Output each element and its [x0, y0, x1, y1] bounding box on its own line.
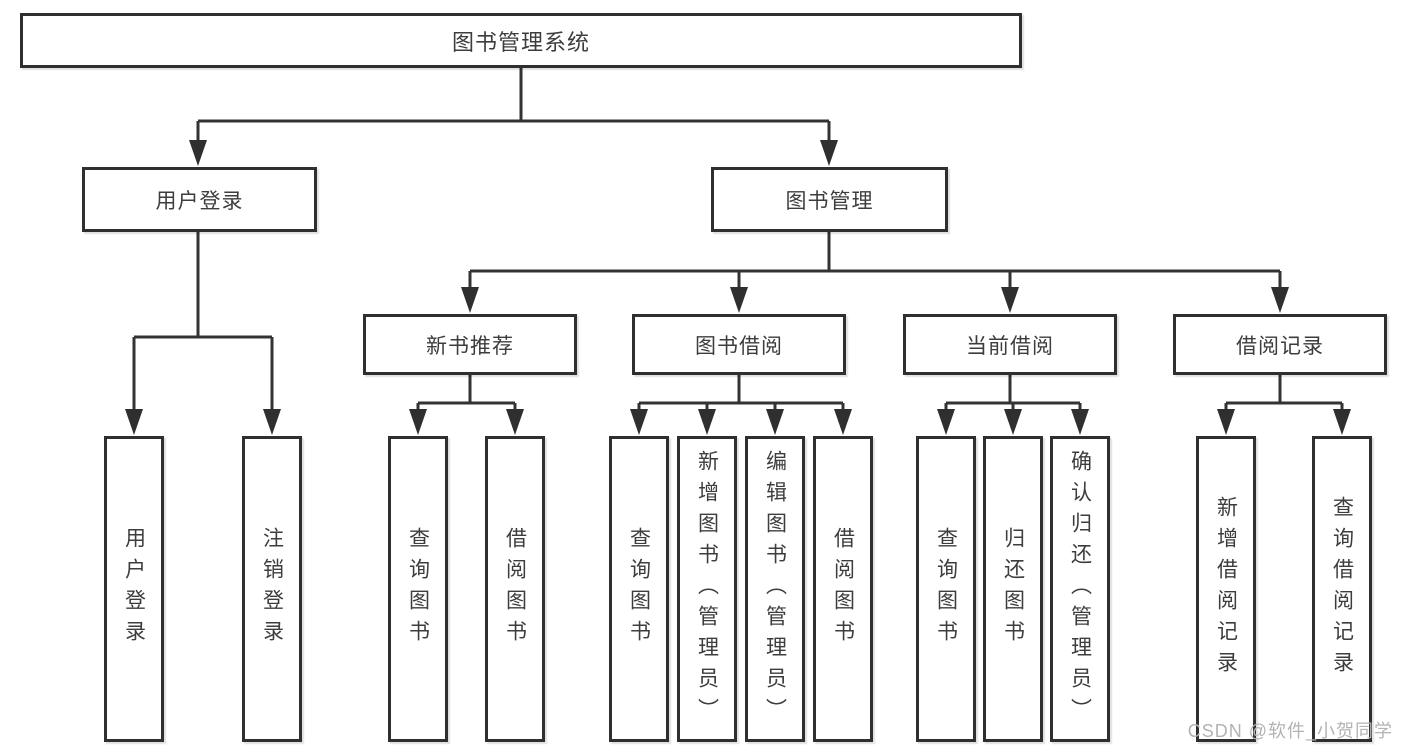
node-label: 查询借阅记录	[1330, 496, 1354, 682]
node-borrowing-records: 借阅记录	[1173, 314, 1387, 375]
node-new-book-recommendation: 新书推荐	[363, 314, 577, 375]
csdn-watermark: CSDN @软件_小贺同学	[1187, 721, 1393, 741]
node-label: 图书借阅	[695, 334, 783, 358]
leaf-query-borrow-record: 查询借阅记录	[1312, 436, 1372, 742]
leaf-return-books: 归还图书	[983, 436, 1043, 742]
node-label: 查询图书	[934, 527, 958, 651]
leaf-add-books-admin: 新增图书（管理员）	[677, 436, 737, 742]
leaf-edit-books-admin: 编辑图书（管理员）	[745, 436, 805, 742]
node-book-borrowing: 图书借阅	[632, 314, 846, 375]
node-label: 新增借阅记录	[1214, 496, 1238, 682]
node-label: 借阅图书	[831, 527, 855, 651]
node-label: 借阅记录	[1236, 334, 1324, 358]
node-label: 新增图书（管理员）	[695, 449, 719, 729]
node-label: 当前借阅	[966, 334, 1054, 358]
node-label: 归还图书	[1001, 527, 1025, 651]
node-label: 确认归还（管理员）	[1068, 449, 1092, 729]
node-label: 查询图书	[627, 527, 651, 651]
leaf-add-borrow-record: 新增借阅记录	[1196, 436, 1256, 742]
node-label: 图书管理	[785, 189, 874, 213]
node-label: 查询图书	[406, 527, 430, 651]
leaf-borrow-books: 借阅图书	[813, 436, 873, 742]
node-label: 图书管理系统	[451, 29, 590, 55]
node-label: 新书推荐	[426, 334, 514, 358]
leaf-query-books-recommend: 查询图书	[388, 436, 448, 742]
node-label: 编辑图书（管理员）	[763, 449, 787, 729]
leaf-borrow-books-recommend: 借阅图书	[485, 436, 545, 742]
leaf-user-login: 用户登录	[104, 436, 164, 742]
node-label: 注销登录	[260, 527, 284, 651]
node-label: 用户登录	[155, 189, 244, 213]
node-book-management: 图书管理	[711, 167, 948, 232]
node-label: 借阅图书	[503, 527, 527, 651]
leaf-logout: 注销登录	[242, 436, 302, 742]
node-current-borrowing: 当前借阅	[903, 314, 1117, 375]
leaf-query-books-borrowing: 查询图书	[609, 436, 669, 742]
leaf-query-books-current: 查询图书	[916, 436, 976, 742]
node-user-login: 用户登录	[82, 167, 317, 232]
leaf-confirm-return-admin: 确认归还（管理员）	[1050, 436, 1110, 742]
node-library-management-system: 图书管理系统	[20, 13, 1022, 68]
node-label: 用户登录	[122, 527, 146, 651]
